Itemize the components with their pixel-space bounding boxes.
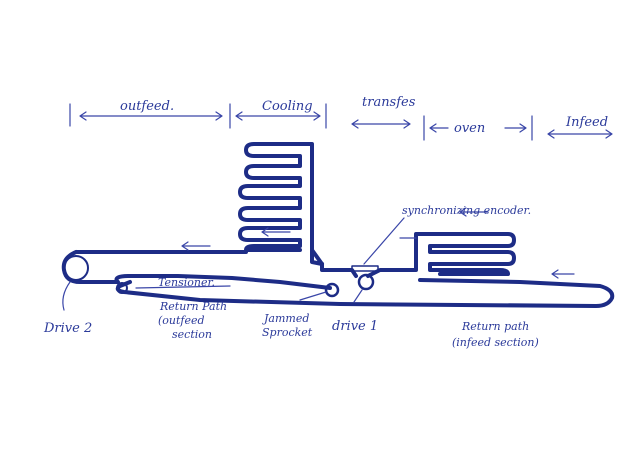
jammed-sprocket-label-1: Jammed bbox=[262, 312, 309, 325]
return-outfeed-label-2: (outfeed bbox=[158, 314, 205, 327]
drive-1-label: drive 1 bbox=[332, 319, 378, 334]
direction-arrow-cooling bbox=[261, 227, 291, 237]
return-outfeed-label-3: section bbox=[172, 328, 212, 341]
encoder-leader bbox=[363, 217, 405, 265]
drive-1-icon bbox=[357, 273, 375, 291]
direction-arrow-top bbox=[181, 241, 211, 251]
drive-1-leader bbox=[353, 289, 363, 303]
oven-label: oven bbox=[454, 121, 485, 136]
tensioner-label: Tensioner. bbox=[158, 276, 215, 289]
jammed-leader bbox=[299, 291, 327, 301]
drive-2-leader bbox=[62, 281, 71, 311]
upper-return-belt bbox=[310, 248, 324, 266]
infeed-arrow bbox=[547, 129, 613, 139]
cooling-arrow bbox=[235, 111, 321, 121]
transfer-arrow bbox=[351, 119, 411, 129]
jammed-sprocket-label-2: Sprocket bbox=[262, 326, 313, 339]
transfer-label: transfes bbox=[362, 95, 416, 110]
drive-2-label: Drive 2 bbox=[43, 321, 92, 336]
drive-2-icon bbox=[63, 255, 89, 281]
outfeed-arrow bbox=[79, 111, 223, 121]
tensioner-sprocket-icon bbox=[116, 282, 128, 294]
main-belt bbox=[61, 250, 615, 308]
direction-arrow-oven bbox=[459, 207, 489, 217]
synchronizing-encoder-icon bbox=[351, 265, 379, 272]
jammed-sprocket-icon bbox=[324, 282, 340, 298]
return-infeed-label-1: Return path bbox=[461, 320, 529, 333]
infeed-label: Infeed bbox=[565, 115, 608, 130]
synchronizing-encoder-label: synchronizing encoder. bbox=[402, 204, 531, 217]
return-outfeed-label-1: Return Path bbox=[159, 300, 227, 313]
cooling-label: Cooling bbox=[262, 99, 313, 114]
oven-arrow bbox=[429, 123, 527, 133]
cooling-serpentine bbox=[238, 142, 324, 266]
direction-arrow-infeed bbox=[551, 269, 575, 279]
outfeed-label: outfeed. bbox=[120, 99, 174, 114]
tensioner-leader bbox=[135, 285, 231, 289]
oven-serpentine bbox=[394, 232, 516, 276]
return-infeed-label-2: (infeed section) bbox=[452, 336, 539, 349]
section-markers: outfeed. Cooling transfes oven Infeed bbox=[69, 95, 613, 141]
